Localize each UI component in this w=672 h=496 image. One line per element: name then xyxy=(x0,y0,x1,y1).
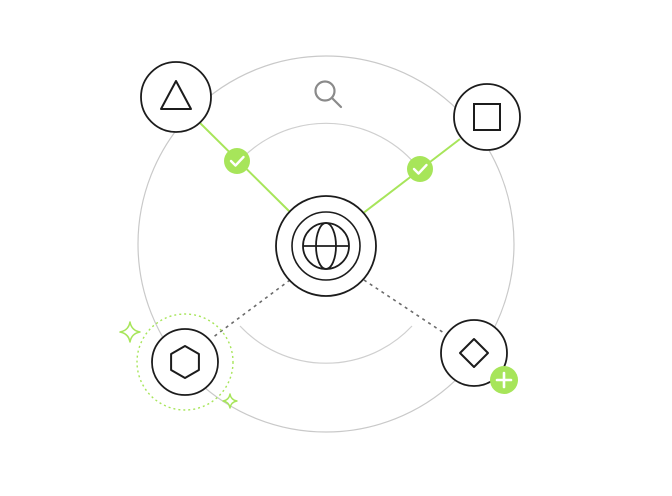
hexagon-icon xyxy=(170,345,200,379)
node-center[interactable] xyxy=(275,195,377,297)
node-triangle[interactable] xyxy=(140,61,212,133)
sparkle-icon xyxy=(119,321,141,343)
sparkle-icon xyxy=(222,393,238,409)
node-hexagon[interactable] xyxy=(136,313,234,411)
node-diamond[interactable] xyxy=(440,319,508,387)
outer-ring xyxy=(137,55,515,433)
check-badge-triangle xyxy=(224,148,250,174)
check-icon xyxy=(229,155,245,167)
plus-icon xyxy=(495,371,513,389)
globe-icon xyxy=(302,222,350,270)
node-square[interactable] xyxy=(453,83,521,151)
add-button[interactable] xyxy=(490,366,518,394)
inner-ring-bottom-arc xyxy=(239,325,413,364)
inner-ring-top-arc xyxy=(231,122,421,171)
link-diamond xyxy=(363,279,445,334)
highlight-ring xyxy=(136,313,234,411)
diamond-icon xyxy=(459,338,489,368)
square-icon xyxy=(473,103,501,131)
triangle-icon xyxy=(160,80,192,110)
check-icon xyxy=(412,163,428,175)
check-badge-square xyxy=(407,156,433,182)
link-hexagon xyxy=(211,279,291,339)
search-icon[interactable] xyxy=(314,80,343,109)
